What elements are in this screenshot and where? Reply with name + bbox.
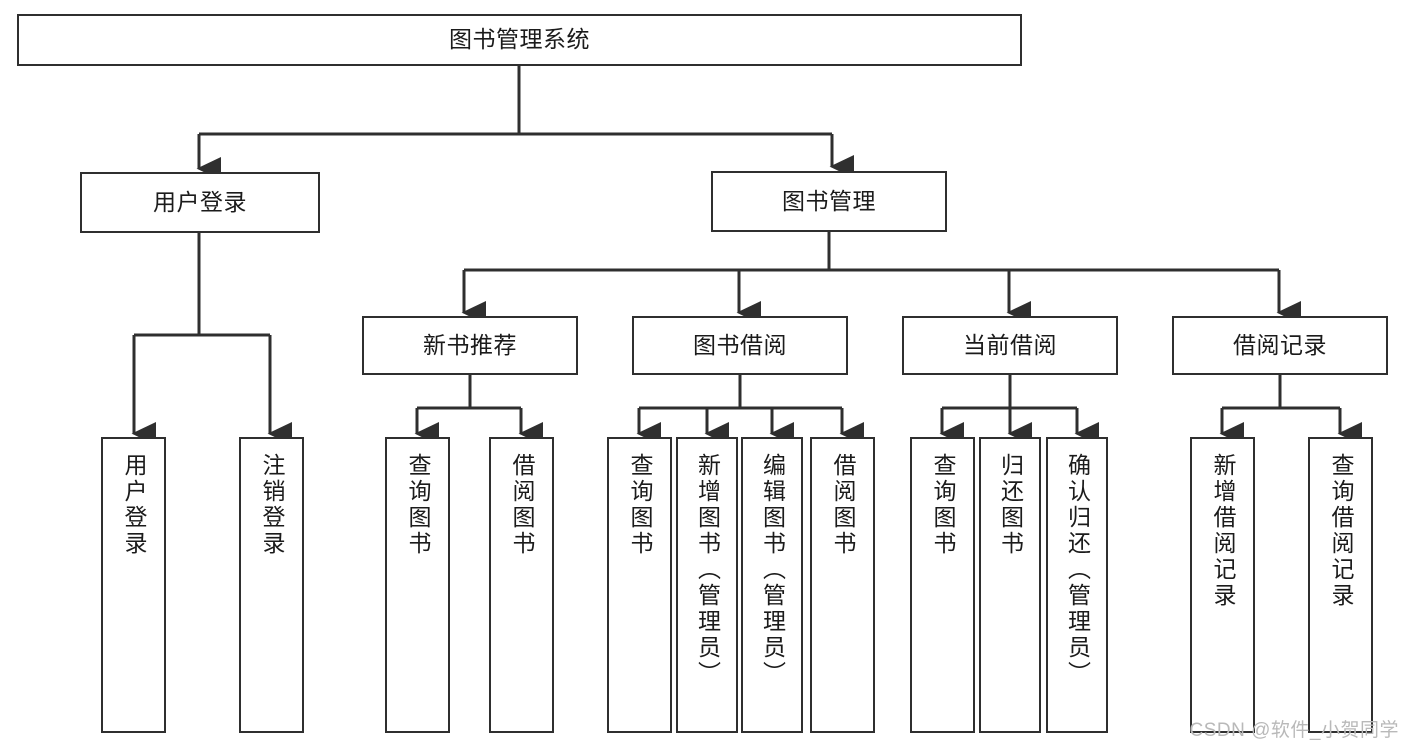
node-new-book-recommend[interactable]: 新书推荐 <box>362 316 578 375</box>
node-borrow-records-label: 借阅记录 <box>1233 331 1327 358</box>
node-current-borrow[interactable]: 当前借阅 <box>902 316 1118 375</box>
leaf-new-book-query[interactable]: 查询图书 <box>385 437 450 733</box>
leaf-current-confirm-return[interactable]: 确认归还（管理员） <box>1046 437 1108 733</box>
leaf-user-login-signin[interactable]: 用户登录 <box>101 437 166 733</box>
node-root-label: 图书管理系统 <box>449 26 590 53</box>
leaf-user-login-signin-label: 用户登录 <box>121 453 147 557</box>
leaf-current-return[interactable]: 归还图书 <box>979 437 1041 733</box>
leaf-borrow-query[interactable]: 查询图书 <box>607 437 672 733</box>
leaf-borrow-add-book-label: 新增图书（管理员） <box>694 453 721 687</box>
leaf-user-login-signout[interactable]: 注销登录 <box>239 437 304 733</box>
leaf-current-query[interactable]: 查询图书 <box>910 437 975 733</box>
leaf-current-query-label: 查询图书 <box>930 453 956 557</box>
leaf-new-book-borrow[interactable]: 借阅图书 <box>489 437 554 733</box>
leaf-records-add-label: 新增借阅记录 <box>1210 453 1236 609</box>
leaf-user-login-signout-label: 注销登录 <box>259 453 285 557</box>
watermark: CSDN @软件_小贺同学 <box>1189 720 1399 741</box>
leaf-borrow-edit-book-label: 编辑图书（管理员） <box>759 453 786 687</box>
node-user-login-label: 用户登录 <box>153 188 247 215</box>
node-book-borrow-label: 图书借阅 <box>693 331 787 358</box>
leaf-borrow-borrow-book-label: 借阅图书 <box>830 453 856 557</box>
leaf-borrow-edit-book[interactable]: 编辑图书（管理员） <box>741 437 803 733</box>
leaf-records-query-label: 查询借阅记录 <box>1328 453 1354 609</box>
leaf-borrow-add-book[interactable]: 新增图书（管理员） <box>676 437 738 733</box>
node-borrow-records[interactable]: 借阅记录 <box>1172 316 1388 375</box>
node-book-management[interactable]: 图书管理 <box>711 171 947 232</box>
node-user-login[interactable]: 用户登录 <box>80 172 320 233</box>
node-book-management-label: 图书管理 <box>782 187 876 214</box>
node-current-borrow-label: 当前借阅 <box>963 331 1057 358</box>
node-root[interactable]: 图书管理系统 <box>17 14 1022 66</box>
node-new-book-recommend-label: 新书推荐 <box>423 331 517 358</box>
leaf-records-query[interactable]: 查询借阅记录 <box>1308 437 1373 733</box>
leaf-borrow-borrow-book[interactable]: 借阅图书 <box>810 437 875 733</box>
leaf-current-confirm-return-label: 确认归还（管理员） <box>1064 453 1091 687</box>
leaf-new-book-borrow-label: 借阅图书 <box>509 453 535 557</box>
leaf-records-add[interactable]: 新增借阅记录 <box>1190 437 1255 733</box>
leaf-borrow-query-label: 查询图书 <box>627 453 653 557</box>
leaf-new-book-query-label: 查询图书 <box>405 453 431 557</box>
node-book-borrow[interactable]: 图书借阅 <box>632 316 848 375</box>
leaf-current-return-label: 归还图书 <box>997 453 1024 557</box>
